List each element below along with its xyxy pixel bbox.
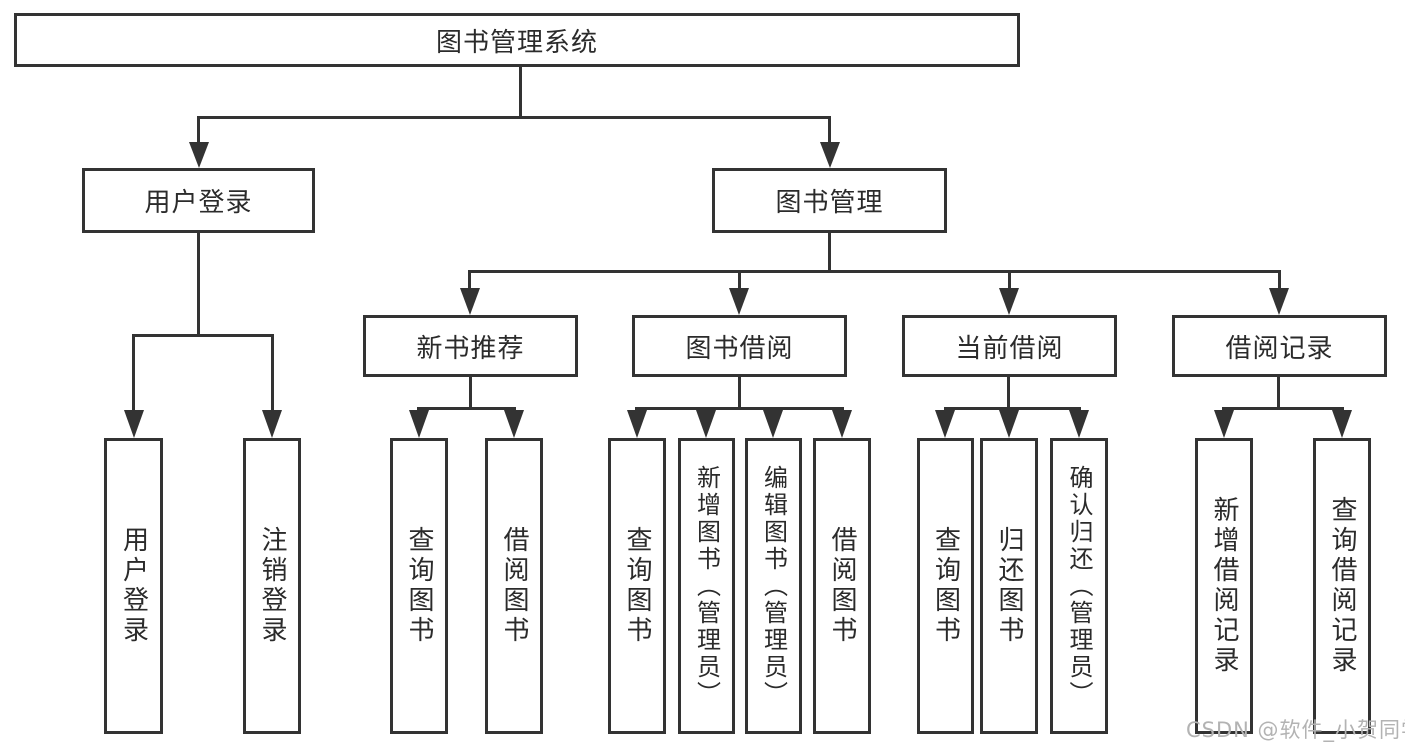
node-book-borrow: 图书借阅 [632,315,847,377]
arrowhead-bb-edit [763,410,783,438]
connector-cb-rail [944,407,1081,410]
node-leaf-cb-query: 查询图书 [917,438,974,734]
leaf-bb-borrow-label: 借阅图书 [827,526,857,646]
connector-to-leaf-logout [271,334,274,410]
connector-to-book-mgmt [828,116,831,144]
arrowhead-leaf-user-login [124,410,144,438]
connector-nbr-rail [417,407,516,410]
leaf-cb-confirm-label: 确认归还（管理员） [1065,464,1093,708]
connector-user-login-rail [132,334,274,337]
leaf-bb-add-label: 新增图书（管理员） [692,464,721,708]
connector-root-stem [519,67,522,118]
connector-to-user-login [197,116,200,144]
connector-nbr-stem [469,377,472,409]
connector-to-current-borrow [1008,270,1011,290]
connector-book-mgmt-stem [828,233,831,272]
connector-level2-rail [468,270,1281,273]
leaf-br-query-label: 查询借阅记录 [1327,496,1357,676]
connector-to-borrow-records [1278,270,1281,290]
node-leaf-logout: 注销登录 [243,438,301,734]
node-leaf-user-login: 用户登录 [104,438,163,734]
csdn-watermark: CSDN @软件_小贺同学 [1186,718,1405,742]
connector-br-stem [1277,377,1280,409]
node-book-mgmt-label: 图书管理 [775,188,884,218]
connector-to-new-book-rec [468,270,471,290]
connector-bb-rail [635,407,844,410]
leaf-nbr-borrow-label: 借阅图书 [499,526,529,646]
leaf-br-add-label: 新增借阅记录 [1209,496,1239,676]
node-leaf-bb-borrow: 借阅图书 [813,438,871,734]
node-leaf-bb-edit: 编辑图书（管理员） [745,438,802,734]
arrowhead-br-query [1332,410,1352,438]
arrowhead-user-login [189,142,209,168]
node-borrow-records: 借阅记录 [1172,315,1387,377]
leaf-logout-label: 注销登录 [257,526,287,646]
arrowhead-br-add [1214,410,1234,438]
connector-br-rail [1222,407,1344,410]
node-root: 图书管理系统 [14,13,1020,67]
node-leaf-br-query: 查询借阅记录 [1313,438,1371,734]
connector-cb-stem [1007,377,1010,409]
node-borrow-records-label: 借阅记录 [1225,333,1334,364]
connector-to-book-borrow [738,270,741,290]
node-user-login: 用户登录 [82,168,315,233]
node-new-book-rec: 新书推荐 [363,315,578,377]
arrowhead-borrow-records [1269,288,1289,315]
node-leaf-br-add: 新增借阅记录 [1195,438,1253,734]
arrowhead-book-mgmt [820,142,840,168]
arrowhead-current-borrow [999,288,1019,315]
connector-bb-stem [738,377,741,409]
node-current-borrow-label: 当前借阅 [955,333,1064,364]
node-current-borrow: 当前借阅 [902,315,1117,377]
arrowhead-book-borrow [729,288,749,315]
leaf-nbr-query-label: 查询图书 [404,526,434,646]
arrowhead-cb-query [935,410,955,438]
leaf-cb-return-label: 归还图书 [994,526,1024,646]
arrowhead-nbr-query [409,410,429,438]
arrowhead-new-book-rec [460,288,480,315]
leaf-bb-edit-label: 编辑图书（管理员） [759,464,788,708]
connector-user-login-stem [197,233,200,336]
arrowhead-bb-query [627,410,647,438]
connector-level1-rail [197,116,831,119]
leaf-user-login-label: 用户登录 [118,526,149,646]
arrowhead-cb-confirm [1069,410,1089,438]
node-leaf-bb-add: 新增图书（管理员） [678,438,735,734]
node-root-label: 图书管理系统 [435,27,598,58]
node-leaf-cb-confirm: 确认归还（管理员） [1050,438,1108,734]
leaf-bb-query-label: 查询图书 [622,526,652,646]
connector-to-leaf-user-login [132,334,135,410]
arrowhead-bb-add [696,410,716,438]
node-new-book-rec-label: 新书推荐 [416,333,525,364]
leaf-cb-query-label: 查询图书 [930,526,961,646]
node-leaf-bb-query: 查询图书 [608,438,666,734]
arrowhead-leaf-logout [262,410,282,438]
node-leaf-cb-return: 归还图书 [980,438,1038,734]
node-leaf-nbr-borrow: 借阅图书 [485,438,543,734]
node-book-borrow-label: 图书借阅 [685,333,794,364]
node-leaf-nbr-query: 查询图书 [390,438,448,734]
node-book-mgmt: 图书管理 [712,168,947,233]
node-user-login-label: 用户登录 [144,188,253,218]
arrowhead-bb-borrow [832,410,852,438]
arrowhead-nbr-borrow [504,410,524,438]
arrowhead-cb-return [999,410,1019,438]
